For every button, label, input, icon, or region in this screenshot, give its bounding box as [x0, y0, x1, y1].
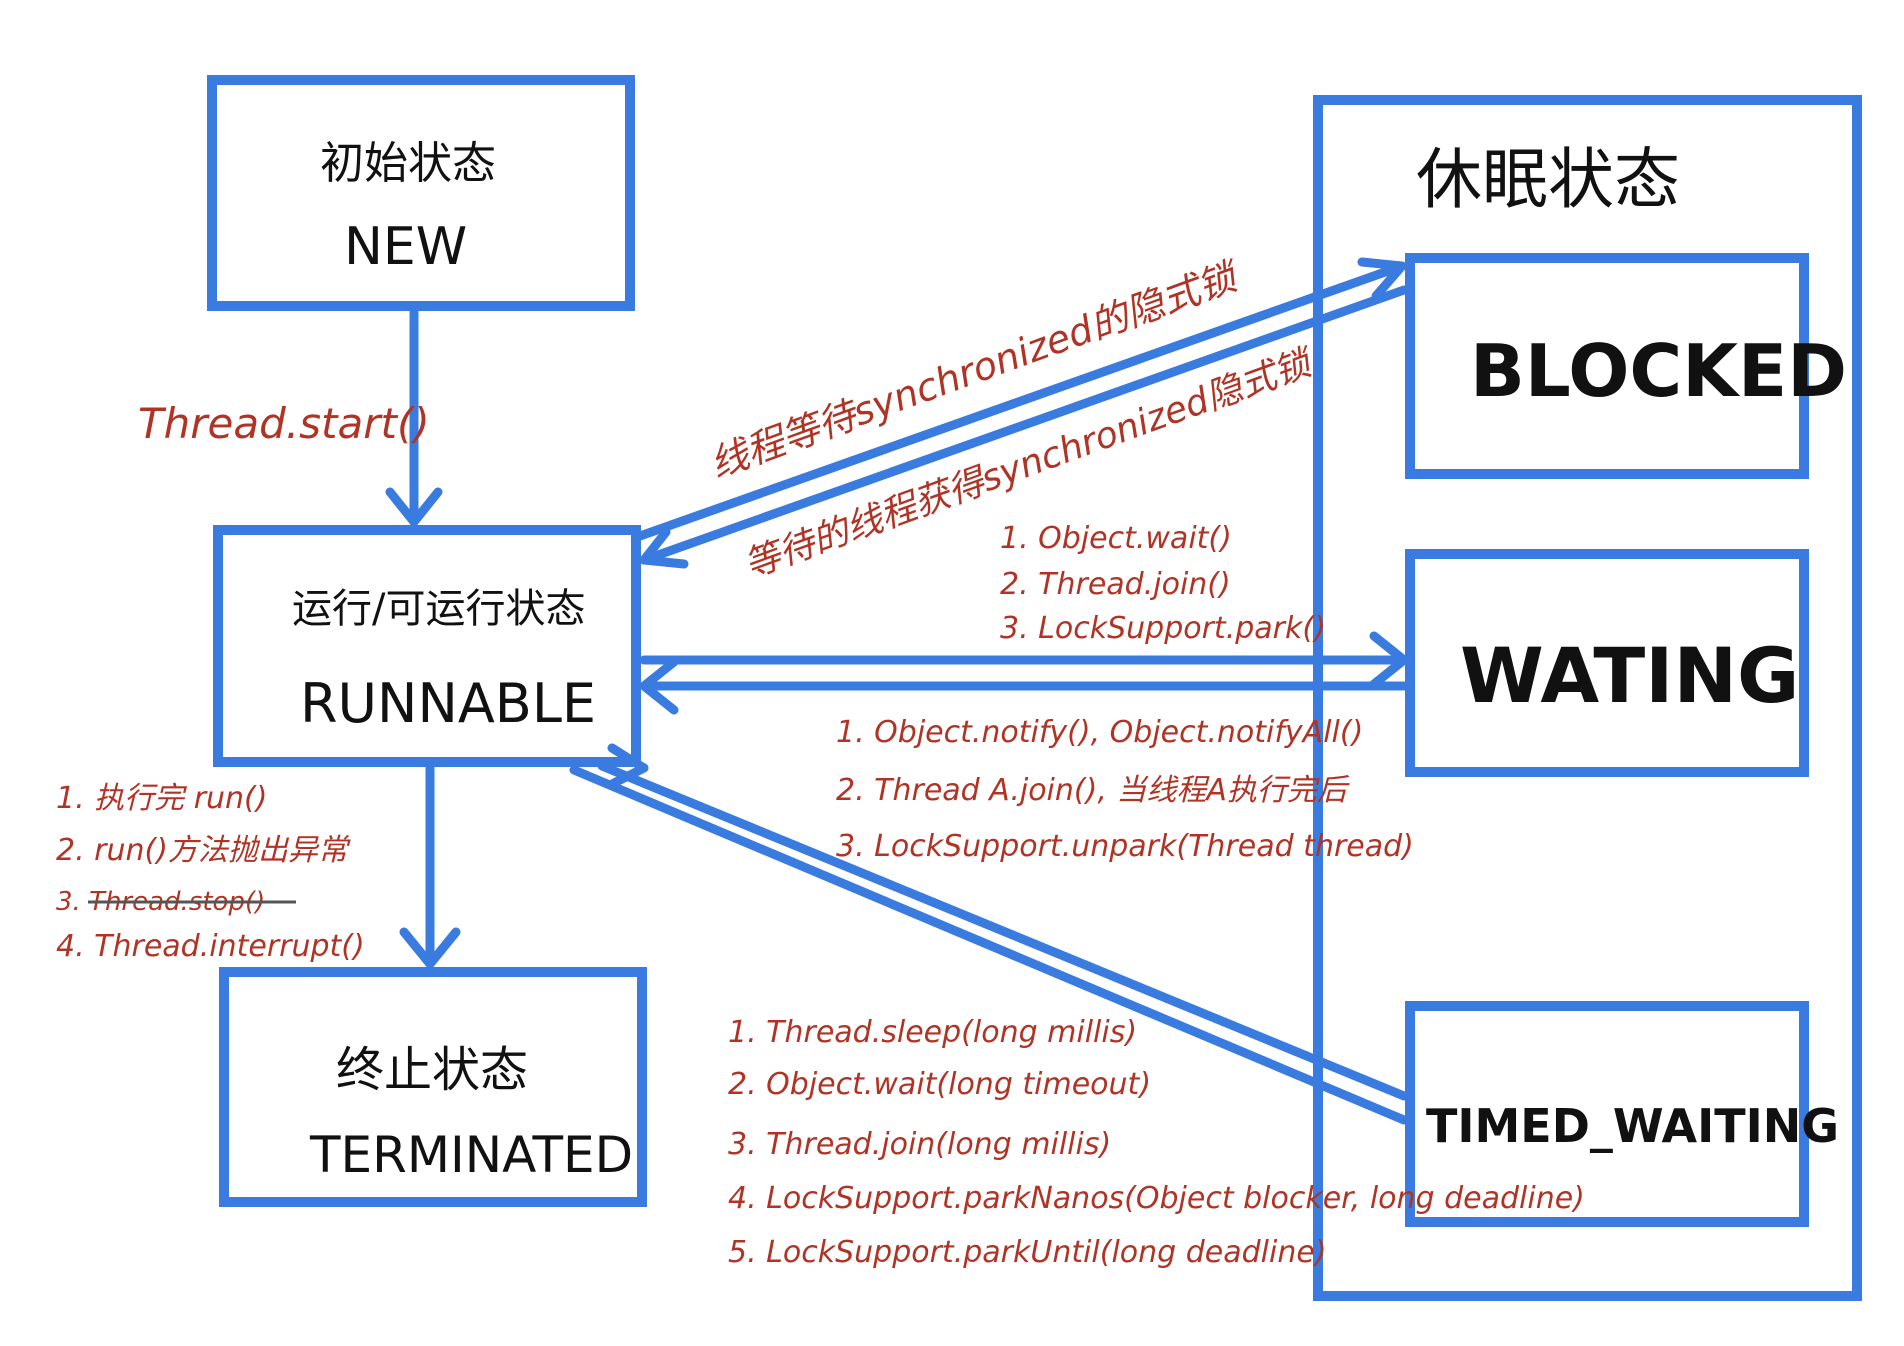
to-timed-waiting-annotation-item: 5. LockSupport.parkUntil(long deadline) [728, 1235, 1327, 1270]
terminated-state-en-label: TERMINATED [309, 1126, 633, 1184]
waiting-state-label: WATING [1460, 631, 1799, 720]
to-terminated-annotation-item: 4. Thread.interrupt() [56, 929, 365, 964]
to-terminated-annotation-list: 1. 执行完 run() 2. run()方法抛出异常 3. Thread.st… [56, 781, 365, 964]
to-waiting-annotation-item: 1. Object.wait() [1000, 521, 1232, 556]
from-waiting-annotation-item: 3. LockSupport.unpark(Thread thread) [836, 829, 1414, 864]
from-waiting-annotation-item: 1. Object.notify(), Object.notifyAll() [836, 715, 1363, 750]
to-timed-waiting-annotation-list: 1. Thread.sleep(long millis) 2. Object.w… [728, 1015, 1585, 1270]
edge-runnable-to-blocked [635, 257, 1407, 541]
to-waiting-annotation-list: 1. Object.wait() 2. Thread.join() 3. Loc… [1000, 521, 1326, 646]
to-timed-waiting-annotation-item: 1. Thread.sleep(long millis) [728, 1015, 1137, 1050]
to-terminated-annotation-item: 2. run()方法抛出异常 [56, 833, 351, 868]
to-timed-waiting-annotation-item: 4. LockSupport.parkNanos(Object blocker,… [728, 1181, 1585, 1216]
edge-runnable-to-timed-waiting [569, 743, 1409, 1125]
new-state-en-label: NEW [344, 217, 467, 277]
to-waiting-annotation-item: 3. LockSupport.park() [1000, 611, 1326, 646]
new-state-box [207, 75, 635, 311]
edge-runnable-to-terminated [399, 757, 461, 969]
timed-waiting-state-label: TIMED_WAITING [1426, 1099, 1839, 1153]
new-state-cn-label: 初始状态 [320, 138, 496, 189]
to-waiting-annotation-item: 2. Thread.join() [1000, 567, 1231, 602]
edge-runnable-to-waiting [639, 631, 1409, 689]
terminated-state-box [219, 967, 647, 1207]
edge-new-to-runnable [385, 301, 443, 527]
blocked-state-label: BLOCKED [1470, 329, 1847, 413]
edge-blocked-to-runnable [639, 285, 1409, 569]
edge-waiting-to-runnable [639, 657, 1409, 715]
runnable-state-cn-label: 运行/可运行状态 [292, 586, 585, 632]
from-waiting-annotation-item: 2. Thread A.join(), 当线程A执行完后 [836, 773, 1350, 808]
to-timed-waiting-annotation-item: 3. Thread.join(long millis) [728, 1127, 1111, 1162]
start-annotation: Thread.start() [138, 399, 430, 448]
waiting-state-box [1405, 549, 1809, 777]
timed-waiting-state-box [1405, 1001, 1809, 1227]
to-blocked-annotation: 线程等待synchronized的隐式锁 [704, 253, 1247, 486]
sleep-states-group-label: 休眠状态 [1416, 141, 1680, 218]
to-timed-waiting-annotation-item: 2. Object.wait(long timeout) [728, 1067, 1151, 1102]
blocked-state-box [1405, 253, 1809, 479]
to-terminated-annotation-item: 1. 执行完 run() [56, 781, 267, 816]
runnable-state-en-label: RUNNABLE [300, 672, 596, 735]
from-waiting-annotation-list: 1. Object.notify(), Object.notifyAll() 2… [836, 715, 1414, 864]
terminated-state-cn-label: 终止状态 [336, 1042, 528, 1098]
